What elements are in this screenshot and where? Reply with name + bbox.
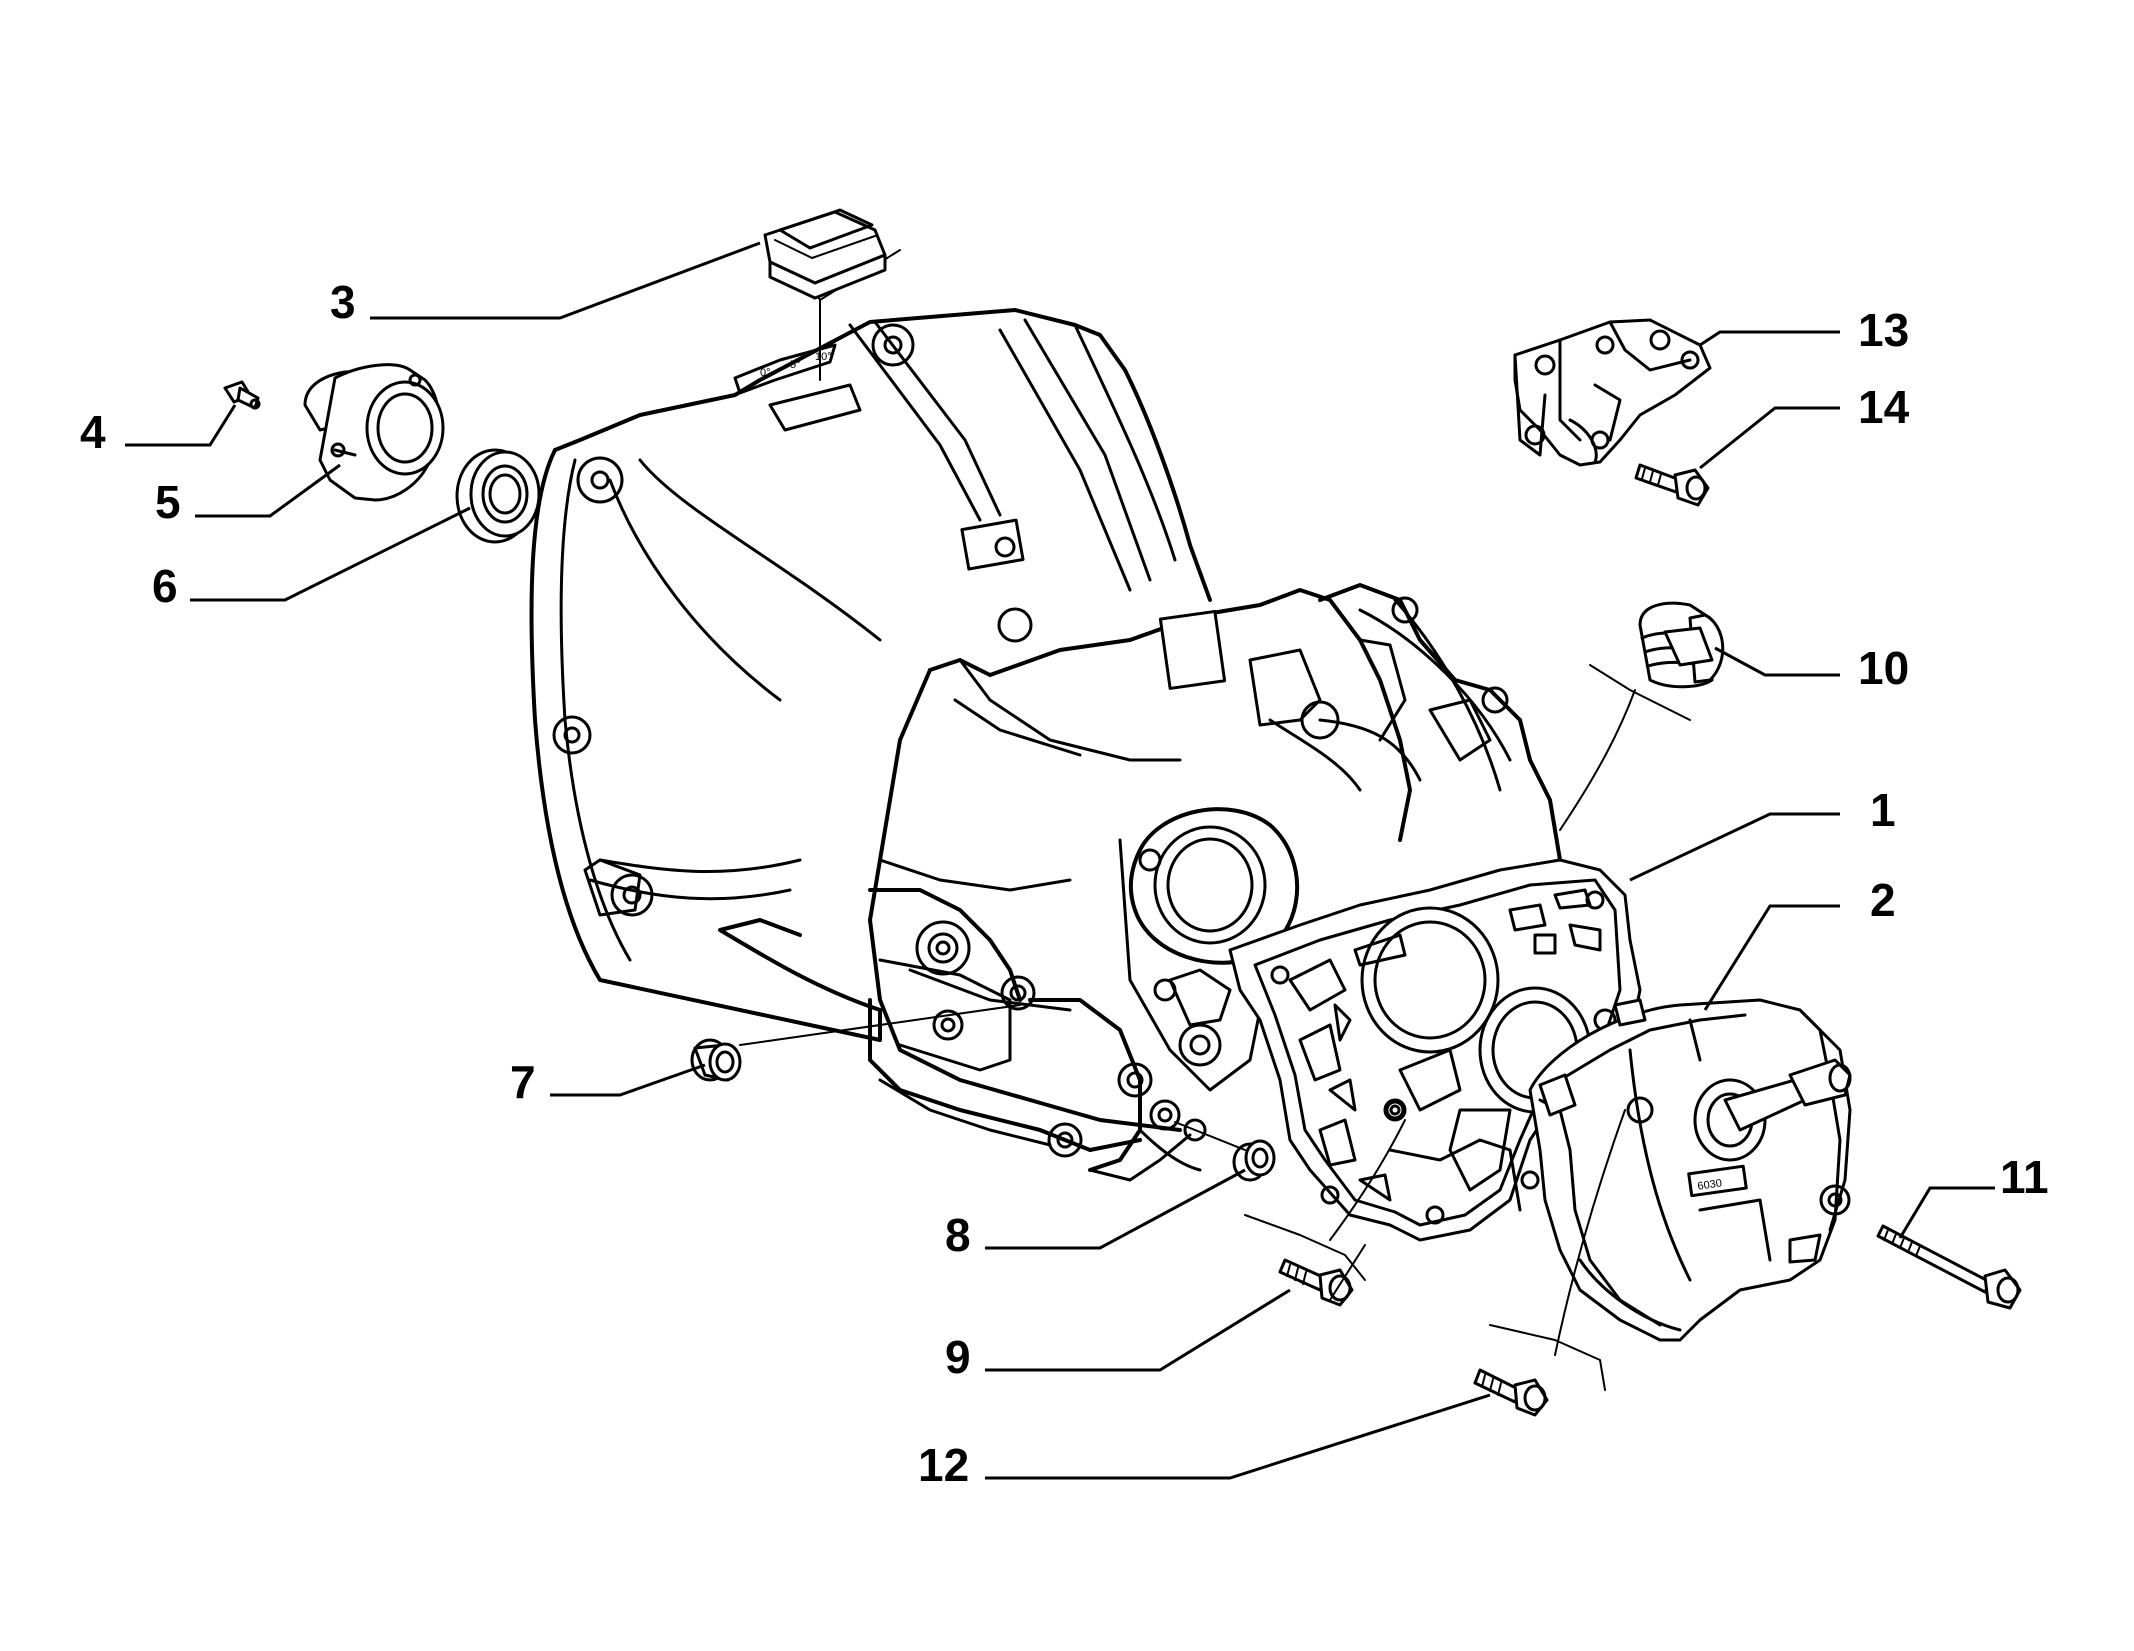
bolt-14 (1634, 463, 1710, 507)
callout-8: 8 (945, 1209, 971, 1261)
small-bolt (223, 380, 261, 410)
callout-13: 13 (1858, 304, 1909, 356)
callout-1: 1 (1870, 784, 1896, 836)
svg-text:5°: 5° (790, 359, 801, 371)
rubber-boot (1638, 601, 1725, 689)
plug-7 (690, 1038, 742, 1082)
callout-10: 10 (1858, 642, 1909, 694)
callout-3: 3 (330, 276, 356, 328)
svg-text:6030: 6030 (1697, 1177, 1723, 1192)
callout-11: 11 (2000, 1151, 2049, 1203)
callout-12: 12 (918, 1439, 969, 1491)
rear-cover: 6030 (1528, 998, 1852, 1342)
gearbox-housing (529, 308, 1562, 1182)
oil-seal (455, 448, 541, 544)
callout-14: 14 (1858, 381, 1910, 433)
callout-leaders (125, 241, 1995, 1480)
assembly-lines (739, 664, 1691, 1391)
callout-7: 7 (510, 1056, 536, 1108)
callout-labels: 3 4 5 6 7 8 9 12 11 13 14 10 1 2 (80, 276, 2049, 1491)
bearing-sleeve (303, 363, 445, 502)
long-bolt-11 (1876, 1224, 2022, 1310)
callout-9: 9 (945, 1331, 971, 1383)
callout-6: 6 (152, 560, 178, 612)
callout-5: 5 (155, 476, 181, 528)
svg-text:0°: 0° (760, 367, 771, 379)
callout-4: 4 (80, 406, 106, 458)
rubber-cap (763, 208, 887, 300)
callout-2: 2 (1870, 874, 1896, 926)
bolt-12 (1473, 1368, 1549, 1417)
svg-text:10°: 10° (815, 351, 832, 363)
mounting-bracket (1513, 318, 1712, 467)
